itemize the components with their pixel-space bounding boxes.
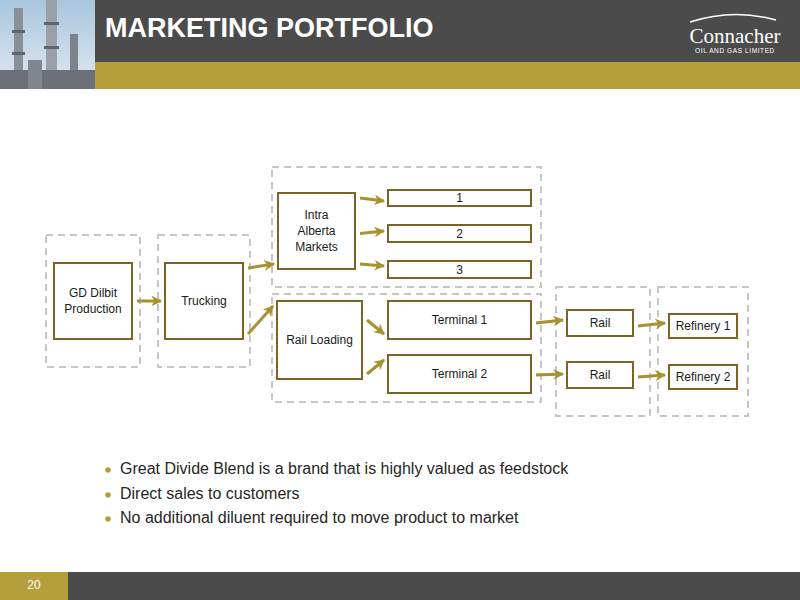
bullet-text: No additional diluent required to move p… (120, 509, 680, 527)
process-box: Trucking (164, 262, 244, 340)
dashed-group (46, 235, 140, 367)
page-number-tab (0, 572, 68, 600)
box-label: Terminal 2 (432, 366, 487, 382)
process-box: Terminal 2 (387, 354, 532, 394)
bullet-dot (105, 516, 111, 522)
box-label: 3 (456, 264, 463, 276)
photo-sky (0, 0, 95, 89)
dashed-group (272, 294, 541, 402)
box-label: Intra Alberta Markets (293, 207, 340, 256)
flow-arrow (360, 264, 384, 266)
flow-arrow (536, 320, 563, 323)
bullet-text: Direct sales to customers (120, 485, 680, 503)
flow-arrow (248, 264, 274, 268)
process-box: Rail (566, 309, 634, 337)
process-box: 1 (387, 189, 532, 207)
flow-arrow (367, 320, 384, 334)
header-band (0, 0, 800, 62)
box-label: Rail Loading (286, 332, 353, 348)
flow-arrow (638, 375, 665, 377)
box-label: 1 (456, 192, 463, 204)
dashed-group (272, 167, 541, 287)
slide-title: MARKETING PORTFOLIO (105, 13, 433, 44)
flow-arrow (137, 300, 161, 303)
bullet-dot (105, 467, 111, 473)
refinery-photo (0, 0, 95, 89)
process-box: Rail (566, 361, 634, 389)
process-box: 2 (387, 224, 532, 243)
process-box: Refinery 2 (668, 364, 738, 390)
box-label: Refinery 2 (676, 371, 731, 383)
process-box: 3 (387, 260, 532, 279)
box-label: Refinery 1 (676, 320, 731, 332)
logo-text: Connacher (680, 24, 790, 49)
photo-tower-ring (44, 22, 59, 25)
box-label: 2 (456, 228, 463, 240)
process-box: Intra Alberta Markets (277, 192, 356, 270)
box-label: Rail (590, 369, 611, 381)
logo-text: OIL AND GAS LIMITED (680, 47, 790, 54)
page-number: 20 (0, 578, 68, 592)
box-label: Trucking (181, 293, 227, 309)
process-box: GD Dilbit Production (53, 262, 133, 340)
flow-arrow (248, 306, 273, 334)
dashed-group (158, 235, 250, 367)
flow-arrow (360, 231, 384, 234)
photo-tower-ring (44, 46, 59, 49)
photo-tower-ring (12, 30, 25, 33)
photo-tower-ring (12, 52, 25, 55)
box-label: Rail (590, 317, 611, 329)
footer-band (0, 572, 800, 600)
flow-arrow (536, 374, 563, 375)
photo-building (28, 60, 42, 89)
process-box: Terminal 1 (387, 300, 532, 340)
dashed-groups (46, 167, 748, 416)
flow-arrow (367, 360, 384, 374)
bullet-text: Great Divide Blend is a brand that is hi… (120, 460, 680, 478)
box-label: GD Dilbit Production (61, 285, 125, 317)
photo-plant-base (0, 70, 95, 89)
logo-swoosh (690, 14, 776, 22)
box-label: Terminal 1 (432, 312, 487, 328)
bullet-markers (105, 467, 111, 522)
bullet-dot (105, 492, 111, 498)
flow-arrow (360, 198, 384, 201)
flow-arrow (638, 323, 665, 326)
process-box: Rail Loading (276, 300, 363, 380)
dashed-group (556, 287, 650, 416)
process-box: Refinery 1 (668, 313, 738, 339)
dashed-group (658, 287, 748, 416)
accent-band (0, 62, 800, 89)
